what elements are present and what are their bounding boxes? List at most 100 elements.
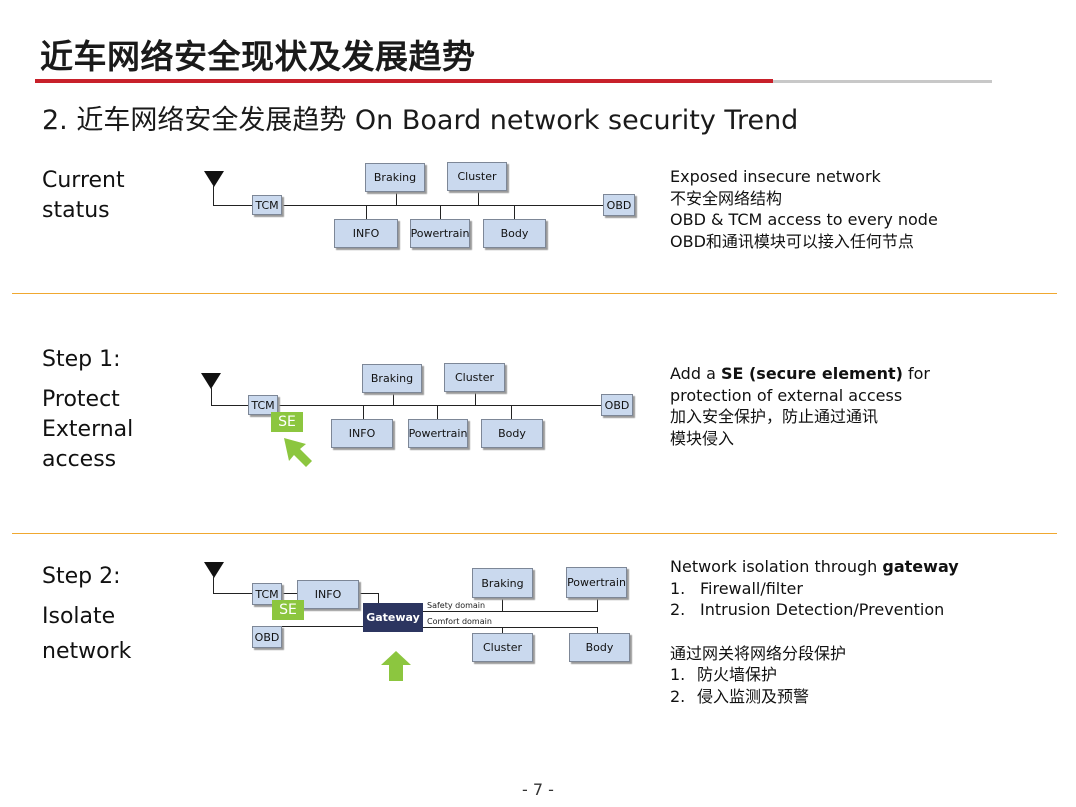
antenna-icon	[204, 562, 224, 578]
comfort-domain-label: Comfort domain	[427, 617, 492, 626]
arrow-up-left-icon	[284, 438, 312, 467]
drop-line	[597, 627, 598, 633]
obd-node: OBD	[252, 626, 282, 648]
drop-line	[475, 392, 476, 405]
row1-label: Current status	[42, 166, 125, 226]
drop-line	[393, 393, 394, 405]
bus-line	[281, 593, 298, 594]
powertrain-node: Powertrain	[566, 567, 627, 598]
row3-label: Step 2: Isolate network	[42, 558, 131, 671]
row2-label: Step 1: Protect External access	[42, 345, 133, 475]
row2-label-line: Protect	[42, 387, 120, 412]
gateway-node: Gateway	[363, 603, 423, 632]
braking-node: Braking	[365, 163, 425, 192]
section-divider	[12, 533, 1057, 534]
desc-heading-cn: 通过网关将网络分段保护	[670, 643, 847, 663]
desc-text: for	[902, 364, 931, 383]
title-underline-red	[35, 79, 773, 83]
bus-line	[213, 593, 252, 594]
tcm-node: TCM	[252, 583, 282, 605]
list-number: 2.	[670, 686, 686, 706]
drop-line	[478, 191, 479, 205]
drop-line	[363, 405, 364, 419]
row2-description: Add a SE (secure element) for protection…	[670, 363, 930, 449]
antenna-line	[213, 577, 214, 593]
page-title: 近车网络安全现状及发展趋势	[40, 37, 476, 76]
row1-label-line: Current	[42, 168, 125, 193]
cluster-node: Cluster	[472, 633, 533, 662]
bus-line	[358, 593, 379, 594]
bus-line	[211, 405, 249, 406]
body-node: Body	[483, 219, 546, 248]
list-number: 1.	[670, 665, 686, 684]
antenna-line	[211, 388, 212, 406]
list-text: 防火墙保护	[697, 665, 778, 684]
cluster-node: Cluster	[444, 363, 505, 392]
bus-line	[378, 594, 379, 603]
list-text: Intrusion Detection/Prevention	[700, 600, 945, 619]
row3-label-line: Isolate	[42, 604, 116, 629]
spacer	[670, 621, 959, 643]
desc-text: Add a	[670, 364, 721, 383]
bus-line	[278, 405, 601, 406]
list-number: 1.	[670, 578, 686, 598]
antenna-icon	[204, 171, 224, 187]
row3-label-line: Step 2:	[42, 564, 121, 589]
desc-line: protection of external access	[670, 385, 903, 405]
info-node: INFO	[331, 419, 393, 448]
list-text: 侵入监测及预警	[697, 686, 810, 706]
arrow-up-icon	[381, 651, 411, 681]
safety-bus-line	[423, 611, 598, 612]
list-item: 1. 防火墙保护	[670, 664, 959, 686]
desc-text: Network isolation through	[670, 557, 883, 576]
drop-line	[502, 598, 503, 611]
desc-line: Exposed insecure network	[670, 167, 881, 186]
desc-line: OBD & TCM access to every node	[670, 210, 938, 229]
desc-bold-text: SE (secure element)	[720, 364, 903, 383]
drop-line	[437, 405, 438, 419]
drop-line	[440, 205, 441, 219]
row2-label-line: Step 1:	[42, 347, 121, 372]
list-item: 2.Intrusion Detection/Prevention	[670, 599, 959, 621]
desc-line: Add a SE (secure element) for	[670, 363, 930, 385]
desc-bold-text: gateway	[882, 557, 959, 576]
braking-node: Braking	[472, 568, 533, 598]
bus-line	[359, 593, 360, 604]
cluster-node: Cluster	[447, 162, 507, 191]
subtitle: 2. 近车网络安全发展趋势 On Board network security …	[42, 105, 799, 136]
desc-line: 加入安全保护，防止通过通讯	[670, 407, 879, 426]
braking-node: Braking	[362, 364, 422, 393]
obd-node: OBD	[603, 194, 635, 216]
list-text: Firewall/filter	[700, 578, 803, 598]
drop-line	[597, 598, 598, 611]
row1-description: Exposed insecure network 不安全网络结构 OBD & T…	[670, 166, 938, 252]
row3-label-line: network	[42, 639, 132, 664]
desc-line: OBD和通讯模块可以接入任何节点	[670, 231, 914, 251]
comfort-bus-line	[423, 627, 598, 628]
row3-description: Network isolation through gateway 1. Fire…	[670, 556, 959, 707]
row1-label-line: status	[42, 198, 110, 223]
powertrain-node: Powertrain	[410, 219, 470, 248]
desc-line: 不安全网络结构	[670, 188, 783, 208]
se-secure-element: SE	[272, 600, 304, 620]
list-item: 1. Firewall/filter	[670, 578, 959, 600]
drop-line	[366, 205, 367, 219]
drop-line	[514, 205, 515, 219]
drop-line	[511, 405, 512, 419]
drop-line	[396, 192, 397, 205]
body-node: Body	[481, 419, 543, 448]
bus-line	[213, 205, 253, 206]
section-divider	[12, 293, 1057, 294]
list-item: 2. 侵入监测及预警	[670, 686, 959, 708]
tcm-node: TCM	[252, 195, 282, 215]
antenna-icon	[201, 373, 221, 389]
se-secure-element: SE	[271, 412, 303, 432]
desc-line: 模块侵入	[670, 428, 735, 448]
info-node: INFO	[297, 580, 359, 609]
page-number: - 7 -	[522, 780, 554, 799]
antenna-line	[213, 186, 214, 206]
safety-domain-label: Safety domain	[427, 601, 486, 610]
obd-bus-line	[281, 626, 379, 627]
tcm-node: TCM	[248, 395, 278, 415]
title-underline-gray	[773, 80, 992, 83]
